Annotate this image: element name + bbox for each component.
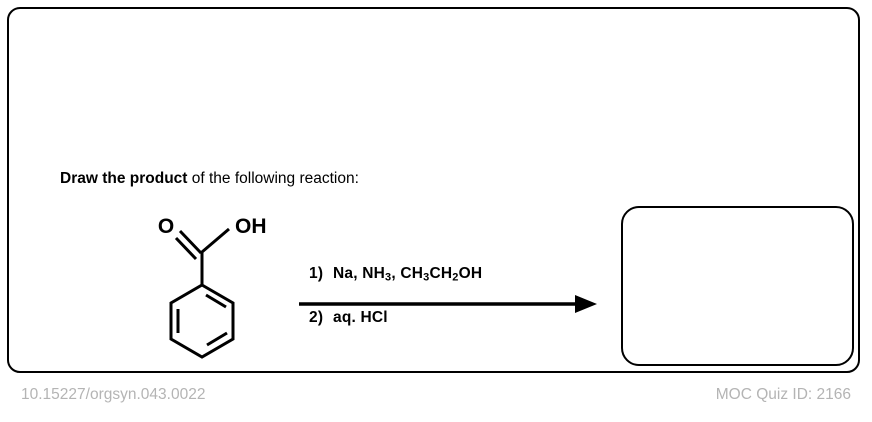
carbonyl-double-bond-line-a	[178, 229, 203, 255]
condition-1-reagents-mid2: CH	[429, 265, 453, 282]
prompt-text: Draw the product of the following reacti…	[60, 169, 359, 189]
condition-1-number: 1)	[309, 265, 324, 282]
carbonyl-oxygen-label: O	[158, 215, 174, 238]
arrow-head	[575, 295, 597, 313]
reaction-arrow	[299, 295, 597, 313]
benzene-ring-hexagon	[169, 283, 235, 359]
condition-1-sub-2: 3	[423, 271, 430, 284]
condition-1-sub-3: 2	[452, 271, 459, 284]
condition-line-1: 1)Na, NH3, CH3CH2OH	[309, 265, 482, 283]
ring-double-bond-1	[205, 293, 227, 309]
quiz-card: Draw the product of the following reacti…	[7, 7, 860, 373]
condition-2-text: aq. HCl	[333, 309, 388, 326]
condition-2-number: 2)	[309, 309, 324, 326]
prompt-emphasis: Draw the product	[60, 170, 188, 187]
condition-line-2: 2) aq. HCl	[309, 309, 388, 327]
hydroxyl-label: OH	[235, 215, 267, 238]
carbonyl-double-bond-line-b	[174, 236, 198, 261]
condition-1-reagents-mid: , CH	[391, 265, 424, 282]
reaction-conditions: 1)Na, NH3, CH3CH2OH 2)aq. HCl	[299, 261, 599, 351]
condition-1-reagents-suffix: OH	[458, 265, 483, 282]
footer-doi: 10.15227/orgsyn.043.0022	[21, 386, 206, 403]
ring-double-bond-2	[206, 331, 228, 347]
condition-1-reagents-prefix: Na, NH	[333, 265, 386, 282]
prompt-rest: of the following reaction:	[187, 170, 359, 187]
condition-1-sub-1: 3	[385, 271, 392, 284]
footer-quiz-id: MOC Quiz ID: 2166	[715, 386, 851, 403]
benzoic-acid-structure: O OH	[139, 205, 299, 375]
hydroxyl-single-bond	[201, 227, 230, 254]
answer-drawing-box[interactable]	[621, 206, 854, 366]
